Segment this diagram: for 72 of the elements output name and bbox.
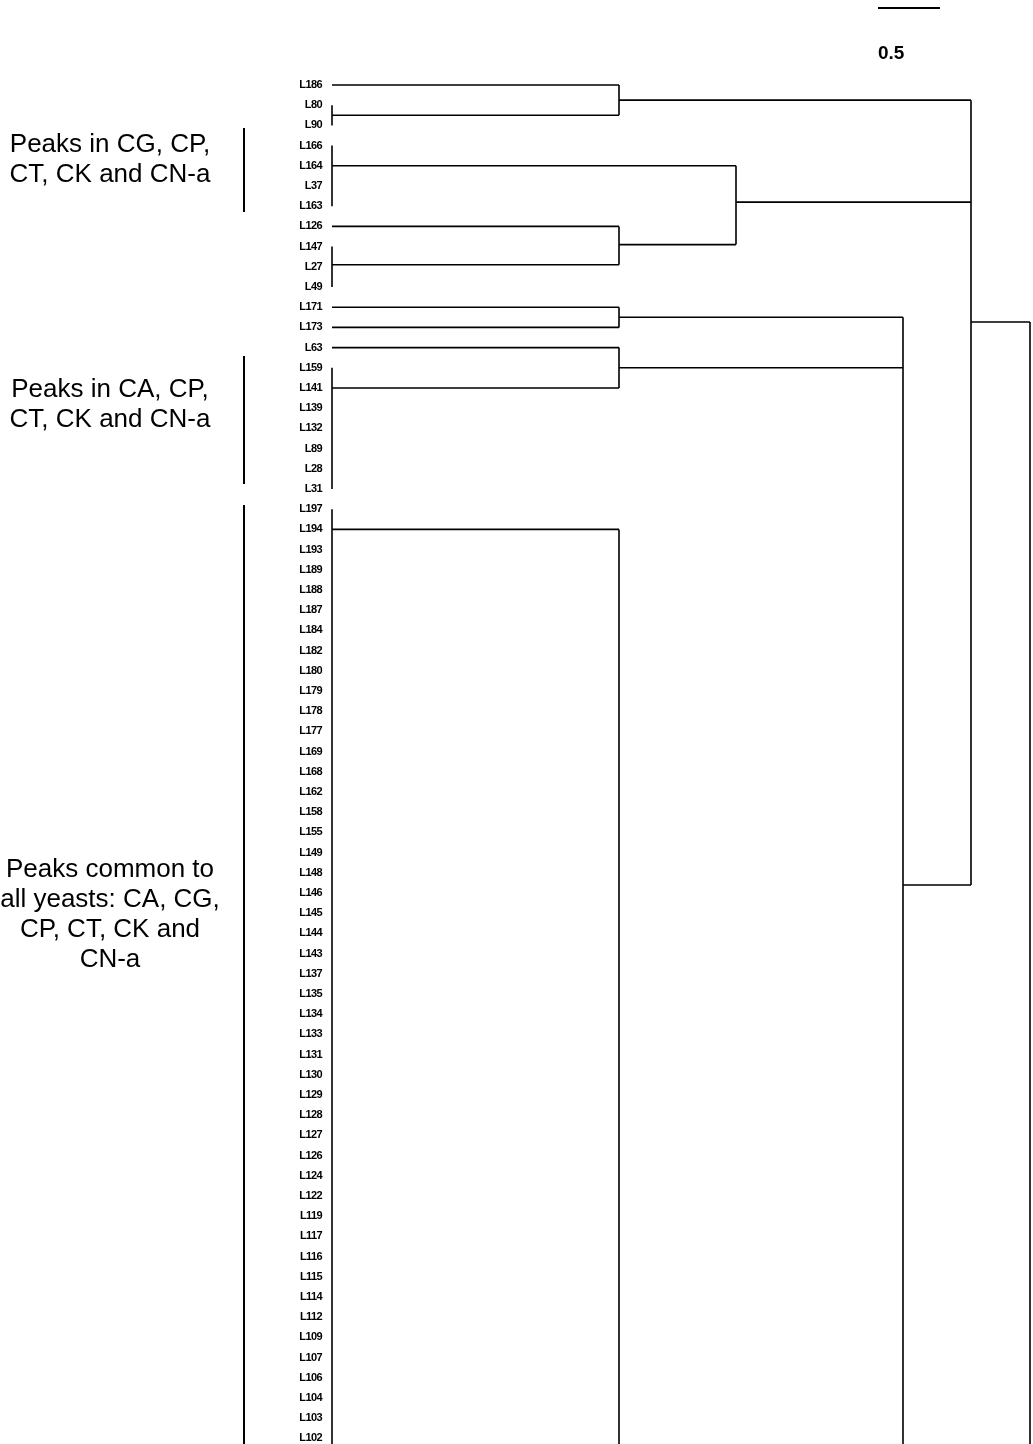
leaf-label: L177 [299, 724, 322, 738]
leaf-label: L129 [299, 1088, 322, 1101]
leaf-label: L186 [299, 78, 322, 91]
leaf-label: L28 [304, 461, 322, 475]
leaf-label: L143 [299, 946, 322, 960]
leaf-label: L173 [299, 320, 322, 334]
leaf-label: L116 [299, 1249, 322, 1263]
leaf-label: L104 [299, 1391, 322, 1404]
leaf-label: L115 [299, 1269, 322, 1283]
leaf-label: L107 [299, 1350, 322, 1364]
leaf-label: L119 [299, 1209, 322, 1223]
leaf-label: L126 [299, 219, 322, 233]
leaf-label: L166 [299, 138, 322, 152]
leaf-label: L194 [299, 522, 322, 536]
leaf-label: L122 [299, 1189, 322, 1202]
leaf-label: L168 [299, 764, 322, 778]
leaf-label: L112 [299, 1310, 322, 1324]
leaf-label: L182 [299, 643, 322, 657]
leaf-label: L187 [299, 603, 322, 617]
group-label: Peaks common to all yeasts: CA, CG, CP, CT, CK and CN-a [0, 853, 220, 973]
leaf-label: L80 [304, 98, 322, 112]
leaf-label: L155 [299, 825, 322, 839]
leaf-label: L102 [299, 1431, 322, 1444]
leaf-label: L27 [304, 259, 322, 273]
leaf-label: L184 [299, 623, 322, 637]
leaf-label: L127 [299, 1128, 322, 1142]
leaf-label: L146 [299, 886, 322, 899]
leaf-label: L106 [299, 1370, 322, 1384]
leaf-label: L139 [299, 401, 322, 415]
leaf-label: L144 [299, 926, 322, 940]
leaf-label: L179 [299, 684, 322, 697]
leaf-label: L188 [299, 583, 322, 596]
leaf-label: L149 [299, 845, 322, 859]
leaf-label: L49 [304, 280, 322, 293]
leaf-label: L137 [299, 966, 322, 980]
leaf-label: L180 [299, 663, 322, 677]
leaf-label: L133 [299, 1027, 322, 1041]
leaf-label: L145 [299, 906, 322, 920]
leaf-label: L37 [304, 179, 322, 192]
leaf-label: L117 [299, 1229, 322, 1243]
leaf-label: L164 [299, 158, 322, 172]
leaf-label: L158 [299, 805, 322, 819]
leaf-label: L31 [304, 482, 322, 495]
leaf-label: L163 [299, 199, 322, 213]
group-label: Peaks in CA, CP, CT, CK and CN-a [8, 373, 212, 433]
leaf-label: L178 [299, 704, 322, 718]
leaf-label: L169 [299, 744, 322, 758]
leaf-label: L126 [299, 1148, 322, 1162]
leaf-label: L159 [299, 360, 322, 374]
leaf-label: L131 [299, 1047, 322, 1061]
leaf-label: L135 [299, 987, 322, 1000]
leaf-label: L63 [304, 340, 322, 354]
leaf-label: L124 [299, 1168, 322, 1182]
leaf-label: L114 [299, 1290, 322, 1303]
leaf-label: L134 [299, 1007, 322, 1021]
leaf-label: L109 [299, 1330, 322, 1344]
group-label: Peaks in CG, CP, CT, CK and CN-a [8, 128, 212, 188]
leaf-label: L90 [304, 118, 322, 132]
scale-label: 0.5 [878, 42, 905, 64]
leaf-label: L171 [299, 300, 322, 314]
leaf-label: L89 [304, 441, 322, 455]
leaf-label: L147 [299, 239, 322, 253]
leaf-label: L193 [299, 542, 322, 556]
leaf-label: L128 [299, 1108, 322, 1122]
leaf-label: L162 [299, 785, 322, 798]
leaf-label: L189 [299, 562, 322, 576]
leaf-label: L132 [299, 421, 322, 435]
leaf-label: L103 [299, 1411, 322, 1425]
leaf-label: L130 [299, 1067, 322, 1081]
leaf-label: L197 [299, 502, 322, 516]
leaf-label: L148 [299, 865, 322, 879]
leaf-label: L141 [299, 381, 322, 394]
